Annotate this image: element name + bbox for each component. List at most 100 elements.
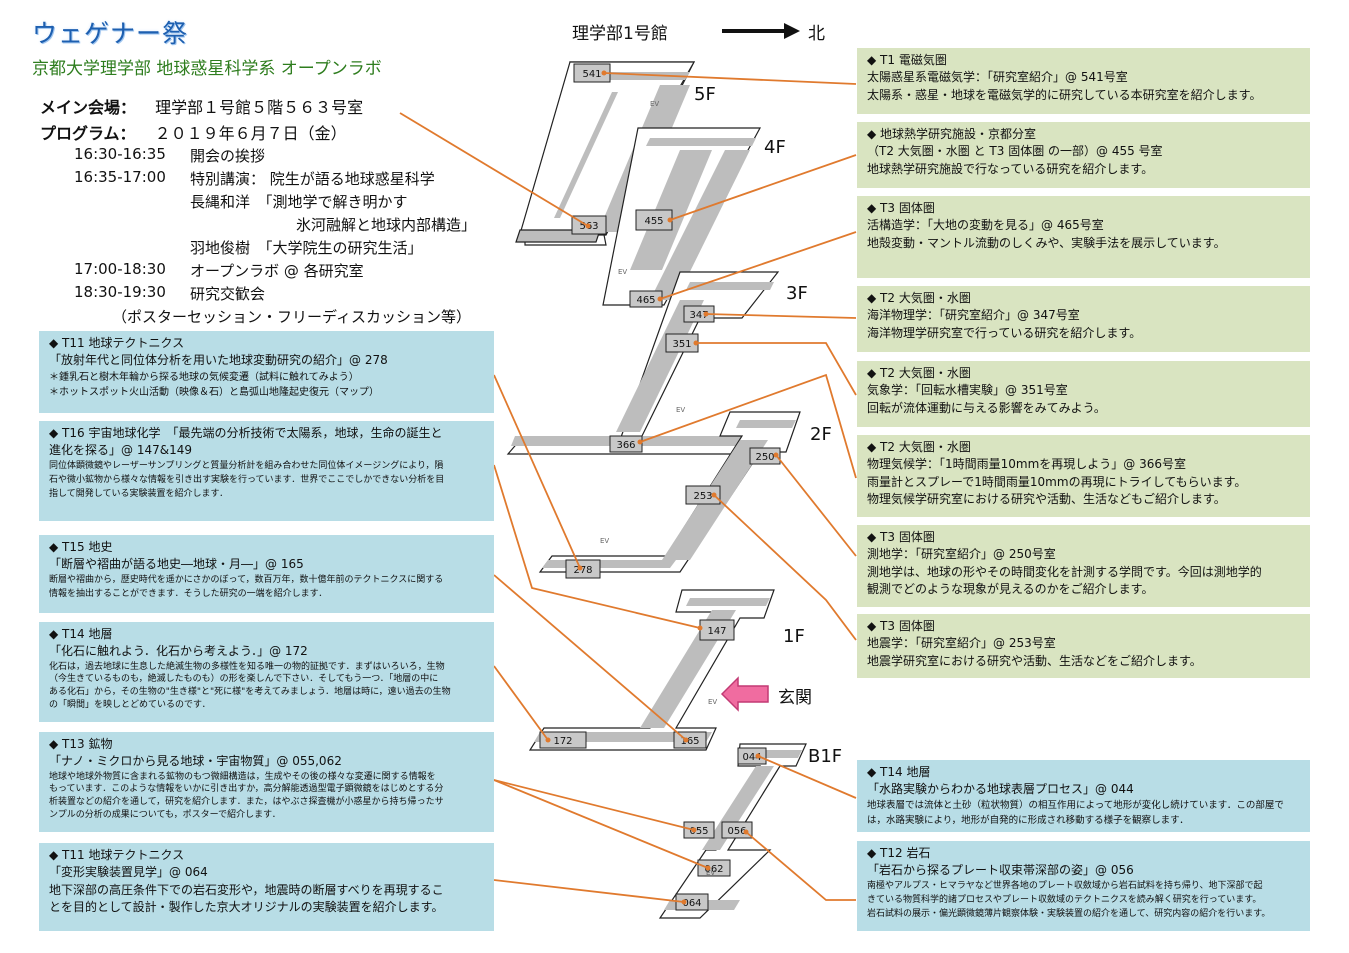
elevator-marker: EV (600, 537, 609, 545)
box-small-line: 指して開発している実験装置を紹介します． (49, 488, 229, 499)
info-box-t16-147: ◆ T16 宇宙地球化学 「最先端の分析技術で太陽系，地球，生命の誕生と 進化を… (39, 421, 494, 521)
box-small-line: ンプルの分析の成果についても，ポスターで紹介します． (49, 809, 281, 820)
room-147-label: 147 (707, 626, 726, 637)
program-time: 16:30-16:35 (74, 145, 166, 163)
info-box-t14-044: ◆ T14 地層 「水路実験からわかる地球表層プロセス」@ 044 地球表層では… (857, 760, 1310, 832)
box-small-line: ある化石」から，その生物の"生き様"と"死に様"を考えてみましょう．地層は時に，… (49, 686, 451, 697)
connector-line (775, 454, 857, 557)
program-text: 長縄和洋 「測地学で解き明かす (190, 193, 408, 211)
room-455-label: 455 (644, 216, 663, 227)
room-147: 147 (699, 619, 735, 641)
box-small-line: 南極やアルプス・ヒマラヤなど世界各地のプレート収斂域から岩石試料を持ち帰り、地下… (867, 880, 1263, 891)
box-line: 「水路実験からわかる地球表層プロセス」@ 044 (867, 782, 1134, 797)
connector-line (669, 154, 857, 221)
program-text: 開会の挨拶 (190, 147, 266, 165)
connector-line (493, 879, 685, 903)
box-small-line: 情報を抽出することができます．そうした研究の一端を紹介します． (49, 588, 328, 599)
box-heading: ◆ T14 地層 (49, 627, 113, 641)
box-heading: ◆ T11 地球テクトニクス (49, 848, 185, 862)
connector-line (493, 464, 701, 629)
connector-line (493, 574, 687, 741)
box-line: とを目的として設計・製作した京大オリジナルの実験装置を紹介します。 (49, 900, 444, 915)
room-465-label: 465 (636, 295, 655, 306)
floor-1f-outline (528, 589, 775, 751)
program-item: 16:35-17:00 (74, 168, 166, 186)
program-time: 17:00-18:30 (74, 260, 166, 278)
box-heading: ◆ T1 電磁気圏 (867, 53, 947, 67)
box-line: 地震学研究室における研究や活動、生活などをご紹介します。 (867, 653, 1202, 668)
info-box-t11-278: ◆ T11 地球テクトニクス 「放射年代と同位体分析を用いた地球変動研究の紹介」… (39, 331, 494, 413)
box-line: 「断層や褶曲が語る地史―地球・月―」@ 165 (49, 557, 304, 572)
box-line: 活構造学：「大地の変動を見る」@ 465号室 (867, 218, 1104, 233)
program-item: 16:30-16:35 (74, 145, 166, 163)
program-text: オープンラボ @ 各研究室 (190, 262, 364, 280)
box-heading: ◆ T15 地史 (49, 540, 113, 554)
elevator-marker: EV (708, 698, 717, 706)
box-line: 地震学：「研究室紹介」@ 253号室 (867, 636, 1056, 651)
room-165-label: 165 (680, 736, 699, 747)
program-time: 16:35-17:00 (74, 168, 166, 186)
room-351: 351 (665, 333, 699, 353)
room-455: 455 (635, 209, 673, 231)
room-055-label: 055 (689, 826, 708, 837)
box-line: 物理気候学：「1時間雨量10mmを再現しよう」@ 366号室 (867, 457, 1187, 472)
room-366: 366 (609, 435, 643, 453)
venue-label: メイン会場： (40, 98, 137, 117)
room-366-label: 366 (616, 440, 635, 451)
room-055: 055 (683, 821, 715, 839)
room-172-label: 172 (553, 736, 572, 747)
connector-line (705, 313, 857, 319)
box-line: 測地学は、地球の形やその時間変化を計測する学問です。今回は測地学的 (867, 564, 1262, 579)
box-heading: ◆ T13 鉱物 (49, 737, 113, 751)
room-250: 250 (749, 447, 781, 465)
floor-label-1f: 1F (783, 626, 805, 647)
connector-line (757, 755, 857, 799)
info-box-t14-172: ◆ T14 地層 「化石に触れよう．化石から考えよう．」@ 172 化石は，過去… (39, 622, 494, 722)
box-small-line: ＊ホットスポット火山活動（映像＆石）と島弧山地隆起史復元（マップ） (49, 387, 379, 399)
program-label: プログラム： (40, 124, 136, 143)
room-253: 253 (685, 485, 721, 505)
info-box-geothermal-455: ◆ 地球熱学研究施設・京都分室 （T2 大気圏・水圏 と T3 固体圏 の一部）… (857, 122, 1310, 188)
info-box-t1-541: ◆ T1 電磁気圏 太陽惑星系電磁気学：「研究室紹介」@ 541号室 太陽系・惑… (857, 48, 1310, 114)
box-line: 「変形実験装置見学」@ 064 (49, 865, 208, 880)
box-heading: ◆ T14 地層 (867, 765, 931, 779)
elevator-marker: EV (618, 268, 627, 276)
box-line: 太陽惑星系電磁気学：「研究室紹介」@ 541号室 (867, 70, 1128, 85)
info-box-t2-366: ◆ T2 大気圏・水圏 物理気候学：「1時間雨量10mmを再現しよう」@ 366… (857, 435, 1310, 517)
program-text: 特別講演： 院生が語る地球惑星科学 (190, 170, 435, 188)
info-box-t2-351: ◆ T2 大気圏・水圏 気象学：「回転水槽実験」@ 351号室 回転が流体運動に… (857, 361, 1310, 427)
program-item: 氷河融解と地球内部構造」 (296, 214, 476, 235)
info-box-t15-165: ◆ T15 地史 「断層や褶曲が語る地史―地球・月―」@ 165 断層や褶曲から… (39, 535, 494, 613)
box-line: 雨量計とスプレーで1時間雨量10mmの再現にトライしてもらいます。 (867, 474, 1247, 489)
room-278-label: 278 (573, 565, 592, 576)
box-line: 地下深部の高圧条件下での岩石変形や，地震時の断層すべりを再現するこ (49, 882, 444, 897)
floor-label-3f: 3F (786, 283, 808, 304)
north-label: 北 (808, 24, 825, 44)
connector-line (399, 112, 589, 227)
box-small-line: ＊鍾乳石と樹木年輪から探る地球の気候変遷（試料に触れてみよう） (49, 371, 359, 383)
north-arrow-icon (722, 23, 800, 39)
connector-line (713, 494, 857, 641)
room-278: 278 (565, 559, 601, 579)
box-line: 地球熱学研究施設で行なっている研究を紹介します。 (867, 161, 1154, 176)
floor-label-5f: 5F (694, 84, 716, 105)
box-line: 測地学：「研究室紹介」@ 250号室 (867, 547, 1056, 562)
box-small-line: 同位体顕微鏡やレーザーサンプリングと質量分析計を組み合わせた同位体イメージングに… (49, 460, 444, 471)
box-line: 物理気候学研究室における研究や活動、生活などもご紹介します。 (867, 492, 1226, 507)
box-small-line: 岩石試料の展示・偏光顕微鏡薄片観察体験・実験装置の紹介を通して、研究内容の紹介を… (867, 908, 1271, 919)
box-heading: ◆ T11 地球テクトニクス (49, 336, 185, 350)
program-text: 研究交歓会 (190, 285, 266, 303)
room-062-label: 062 (704, 864, 723, 875)
box-heading: ◆ T12 岩石 (867, 846, 931, 860)
connector-line (493, 374, 581, 569)
connector-line (639, 373, 857, 479)
program-item: 17:00-18:30 (74, 260, 166, 278)
box-line: 進化を探る」@ 147&149 (49, 443, 192, 458)
venue-value: 理学部１号館５階５６３号室 (155, 98, 364, 117)
box-small-line: 化石は，過去地球に生息した絶滅生物の多様性を知る唯一の物的証拠です．まずはいろい… (49, 661, 445, 672)
box-small-line: 地球や地球外物質に含まれる鉱物のもつ微細構造は，生成やその後の様々な変遷に関する… (49, 771, 436, 782)
box-heading: ◆ T3 固体圏 (867, 619, 935, 633)
box-heading: ◆ T3 固体圏 (867, 201, 935, 215)
floor-label-b1f: B1F (808, 746, 843, 767)
box-line: 太陽系・惑星・地球を電磁気学的に研究している本研究室を紹介します。 (867, 87, 1262, 102)
